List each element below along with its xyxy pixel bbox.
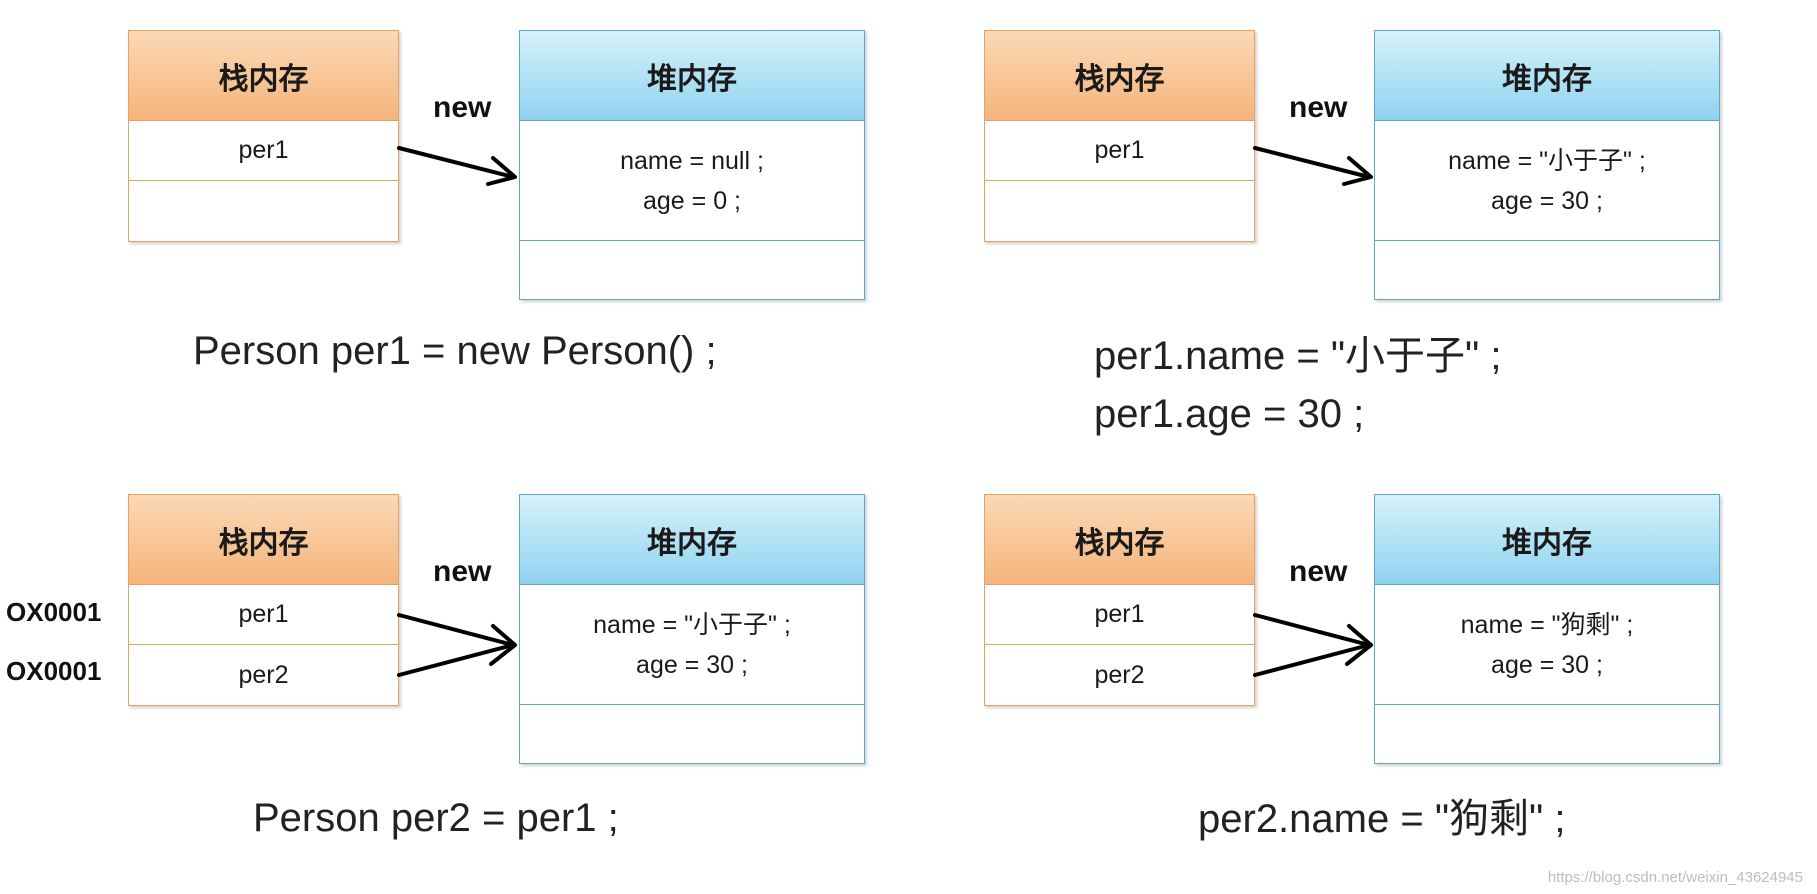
stack-memory-box-2: 栈内存 per1 [984, 30, 1255, 242]
reference-arrow [397, 146, 515, 179]
reference-arrow [1253, 146, 1371, 179]
heap-field-name: name = "小于子" ; [1448, 146, 1646, 175]
heap-memory-header: 堆内存 [1375, 495, 1719, 585]
stack-memory-box-1: 栈内存 per1 [128, 30, 399, 242]
heap-object-fields: name = null ; age = 0 ; [520, 121, 864, 241]
arrowhead [1342, 156, 1373, 186]
heap-memory-box-3: 堆内存 name = "小于子" ; age = 30 ; [519, 494, 865, 764]
heap-field-name: name = null ; [620, 146, 764, 175]
stack-memory-header: 栈内存 [985, 495, 1254, 585]
heap-object-fields: name = "狗剩" ; age = 30 ; [1375, 585, 1719, 705]
code-statement: Person per1 = new Person() ; [193, 329, 717, 373]
reference-arrow [397, 613, 515, 647]
heap-memory-header: 堆内存 [1375, 31, 1719, 121]
stack-var-per2: per2 [238, 660, 289, 689]
heap-memory-header: 堆内存 [520, 495, 864, 585]
stack-memory-box-3: 栈内存 per1 per2 [128, 494, 399, 706]
code-statement: per1.age = 30 ; [1094, 392, 1365, 436]
arrowhead [489, 624, 517, 666]
heap-field-name: name = "小于子" ; [593, 610, 791, 639]
new-keyword-label: new [1289, 555, 1348, 588]
arrowhead [486, 156, 517, 186]
stack-var-per2: per2 [1094, 660, 1145, 689]
heap-memory-box-4: 堆内存 name = "狗剩" ; age = 30 ; [1374, 494, 1720, 764]
heap-object-fields: name = "小于子" ; age = 30 ; [1375, 121, 1719, 241]
heap-field-age: age = 30 ; [1491, 186, 1603, 215]
code-statement: per2.name = "狗剩" ; [1198, 797, 1566, 841]
new-keyword-label: new [433, 91, 492, 124]
memory-address-label: OX0001 [6, 597, 102, 627]
new-keyword-label: new [1289, 91, 1348, 124]
heap-field-age: age = 30 ; [636, 650, 748, 679]
stack-var-per1: per1 [985, 121, 1254, 181]
stack-var-per1: per1 [129, 121, 398, 181]
heap-memory-box-2: 堆内存 name = "小于子" ; age = 30 ; [1374, 30, 1720, 300]
heap-object-fields: name = "小于子" ; age = 30 ; [520, 585, 864, 705]
code-statement: per1.name = "小于子" ; [1094, 334, 1502, 378]
heap-memory-header: 堆内存 [520, 31, 864, 121]
heap-field-age: age = 0 ; [643, 186, 741, 215]
stack-var-per1: per1 [985, 585, 1254, 645]
reference-arrow [1253, 643, 1371, 677]
watermark-url: https://blog.csdn.net/weixin_43624945 [1547, 869, 1803, 886]
stack-memory-header: 栈内存 [129, 31, 398, 121]
arrowhead [1345, 624, 1373, 666]
heap-field-name: name = "狗剩" ; [1460, 610, 1634, 639]
stack-memory-header: 栈内存 [985, 31, 1254, 121]
stack-memory-header: 栈内存 [129, 495, 398, 585]
reference-arrow [1253, 613, 1371, 647]
stack-memory-box-4: 栈内存 per1 per2 [984, 494, 1255, 706]
heap-field-age: age = 30 ; [1491, 650, 1603, 679]
new-keyword-label: new [433, 555, 492, 588]
stack-var-per1: per1 [129, 585, 398, 645]
heap-memory-box-1: 堆内存 name = null ; age = 0 ; [519, 30, 865, 300]
code-statement: Person per2 = per1 ; [253, 796, 619, 840]
memory-address-label: OX0001 [6, 656, 102, 686]
reference-arrow [397, 643, 515, 677]
